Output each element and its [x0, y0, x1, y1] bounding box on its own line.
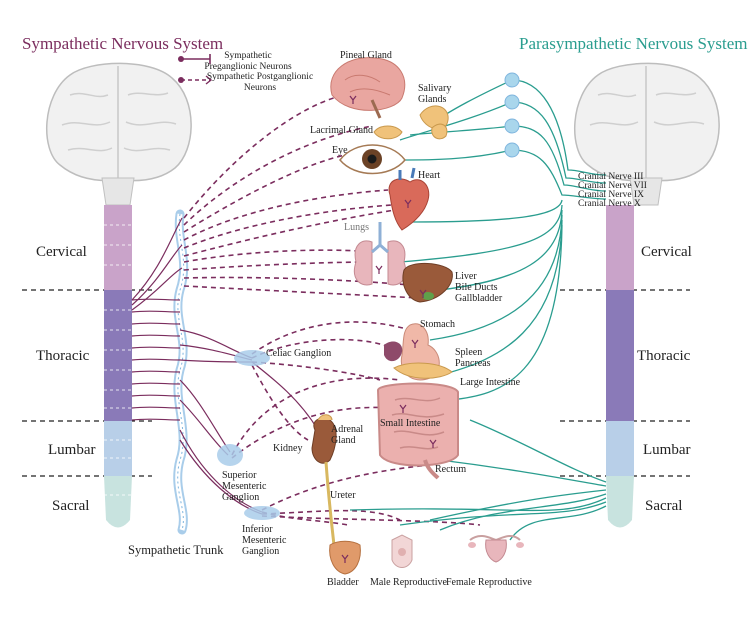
superior-mesenteric-ganglion	[217, 444, 243, 466]
left-spinal-cord	[104, 205, 132, 528]
superior-ganglion-line3: Ganglion	[222, 492, 259, 503]
stomach-label: Stomach	[420, 319, 455, 330]
celiac-ganglion-label: Celiac Ganglion	[266, 348, 331, 359]
right-spinal-cord	[606, 205, 634, 528]
legend-post-line2: Neurons	[244, 83, 276, 93]
region-thoracic-right: Thoracic	[637, 348, 691, 364]
parasympathetic-title: Parasympathetic Nervous System	[519, 34, 748, 53]
legend-post-line1: Sympathetic Postganglionic	[207, 72, 313, 82]
adrenal-kidney	[311, 414, 337, 546]
intestines	[376, 382, 459, 480]
sympathetic-trunk-label: Sympathetic Trunk	[128, 543, 224, 557]
superior-ganglion-line1: Superior	[222, 470, 257, 481]
superior-ganglion-line2: Mesenteric	[222, 481, 267, 492]
salivary-label-line2: Glands	[418, 94, 446, 105]
bladder-label: Bladder	[327, 577, 359, 588]
pineal-gland-brain	[330, 57, 406, 119]
sympathetic-title: Sympathetic Nervous System	[22, 34, 223, 53]
receptor-markers	[341, 95, 437, 563]
rectum-label: Rectum	[435, 464, 466, 475]
cranial-nerve-ix: Cranial Nerve IX	[578, 190, 644, 200]
lungs-label: Lungs	[344, 222, 369, 233]
inferior-ganglion-line2: Mesenteric	[242, 535, 287, 546]
lacrimal-gland-label: Lacrimal Gland	[310, 125, 373, 136]
adrenal-label-line2: Gland	[331, 435, 355, 446]
liver-bile-gallbladder	[402, 263, 453, 303]
cranial-nerve-x: Cranial Nerve X	[578, 199, 641, 209]
legend-pre-line2: Preganglionic Neurons	[204, 62, 292, 72]
cranial-nerve-iii: Cranial Nerve III	[578, 172, 643, 182]
pancreas-label: Pancreas	[455, 358, 491, 369]
pineal-gland-label: Pineal Gland	[340, 50, 392, 61]
sympathetic-trunk	[173, 209, 189, 535]
sympathetic-postganglionic-fibers	[183, 95, 481, 526]
adrenal-label-line1: Adrenal	[331, 424, 363, 435]
ureter-label: Ureter	[330, 490, 356, 501]
bladder	[329, 540, 361, 575]
region-sacral-left: Sacral	[52, 498, 89, 514]
postganglionic-legend-line	[178, 75, 213, 85]
female-reproductive	[468, 534, 524, 563]
gallbladder-label: Gallbladder	[455, 293, 503, 304]
region-lumbar-right: Lumbar	[643, 442, 690, 458]
eye-label: Eye	[332, 145, 348, 156]
male-reproductive	[391, 534, 413, 568]
region-cervical-left: Cervical	[36, 244, 87, 260]
legend-pre-line1: Sympathetic	[224, 51, 272, 61]
lungs	[354, 222, 406, 286]
spleen-pancreas	[384, 341, 453, 379]
legend: Sympathetic Preganglionic Neurons Sympat…	[178, 51, 313, 93]
right-brain	[573, 62, 720, 206]
preganglionic-legend-line	[178, 54, 211, 64]
salivary-label-line1: Salivary	[418, 83, 451, 94]
region-cervical-right: Cervical	[641, 244, 692, 260]
large-intestine-label: Large Intestine	[460, 377, 521, 388]
parasympathetic-fibers	[349, 79, 607, 541]
female-reproductive-label: Female Reproductive	[446, 577, 532, 588]
bile-ducts-label: Bile Ducts	[455, 282, 498, 293]
heart-label: Heart	[418, 170, 440, 181]
male-reproductive-label: Male Reproductive	[370, 577, 447, 588]
lacrimal-gland	[373, 125, 403, 140]
left-brain	[45, 62, 192, 206]
region-lumbar-left: Lumbar	[48, 442, 95, 458]
salivary-glands	[419, 105, 449, 140]
inferior-ganglion-line3: Ganglion	[242, 546, 279, 557]
liver-label: Liver	[455, 271, 477, 282]
heart	[388, 167, 430, 231]
inferior-mesenteric-ganglion	[244, 506, 280, 520]
cranial-nerve-vii: Cranial Nerve VII	[578, 181, 647, 191]
inferior-ganglion-line1: Inferior	[242, 524, 273, 535]
celiac-ganglion	[234, 350, 270, 366]
spleen-label: Spleen	[455, 347, 482, 358]
eye	[339, 144, 406, 175]
cranial-ganglia	[504, 72, 520, 158]
region-sacral-right: Sacral	[645, 498, 682, 514]
small-intestine-label: Small Intestine	[380, 418, 441, 429]
kidney-label: Kidney	[273, 443, 302, 454]
region-thoracic-left: Thoracic	[36, 348, 90, 364]
